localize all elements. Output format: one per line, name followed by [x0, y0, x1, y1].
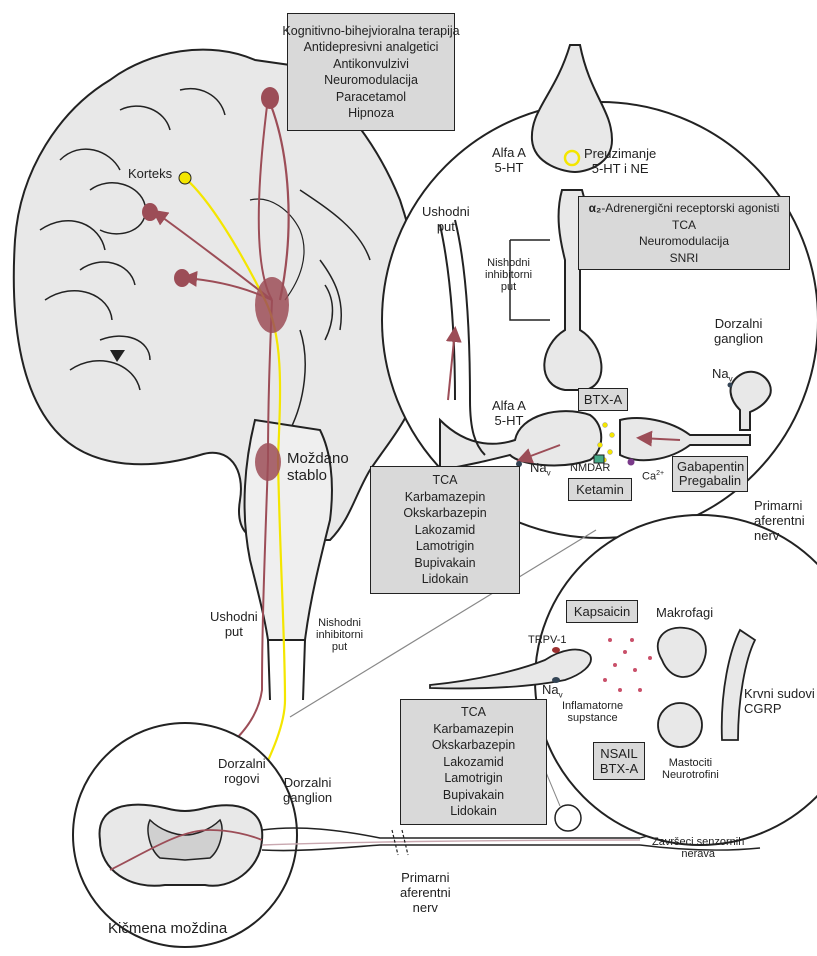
synapse-treatment-item: SNRI: [669, 250, 699, 265]
gabapentin-label: Gabapentin: [677, 459, 745, 474]
brain-treatment-item: Hipnoza: [348, 106, 394, 120]
ketamin-tag: Ketamin: [568, 478, 632, 501]
bottom-treatment-item: Lidokain: [450, 804, 497, 819]
sensory-nerve-ending: [429, 648, 592, 690]
nishodni-spine-label: Nishodni inhibitorni put: [316, 617, 364, 653]
synapse-treatment-item: TCA: [672, 217, 696, 232]
primary-afferent-arrow: [636, 430, 681, 447]
dorzalni-ganglion-spine-label: Dorzalni ganglion: [283, 775, 333, 805]
nsail-tag: NSAIL BTX-A: [593, 742, 645, 780]
spinal-cord: [98, 803, 640, 887]
mid-treatment-item: Lidokain: [421, 572, 469, 587]
makrofagi-label: Makrofagi: [656, 605, 714, 620]
brain-treatment-item: Antidepresivni analgetici: [303, 40, 439, 54]
nerve-break: [391, 829, 409, 856]
ca-channel: [627, 458, 635, 466]
krvni-sudovi-label: Krvni sudovi CGRP: [744, 686, 815, 716]
kapsaicin-tag: Kapsaicin: [566, 600, 638, 623]
dorzalni-ganglion-circle-label: Dorzalni ganglion: [714, 316, 764, 346]
zoom-connector-2: [544, 769, 561, 807]
bottom-treatment-item: Lamotrigin: [444, 771, 503, 786]
alfa-top-label: Alfa A 5-HT: [492, 145, 526, 175]
ca-label: Ca2+: [642, 470, 665, 483]
alfa-bottom-label: Alfa A 5-HT: [492, 398, 526, 428]
brain-treatment-item: Paracetamol: [335, 89, 407, 104]
zoom-connector-1: [289, 529, 597, 718]
bottom-treatment-item: Bupivakain: [442, 787, 505, 802]
brain-treatment-item: Neuromodulacija: [324, 73, 418, 87]
gabapentin-tag: Gabapentin Pregabalin: [672, 456, 748, 492]
brain-treatments-box: Kognitivno-bihejvioralna terapija Antide…: [282, 13, 460, 131]
pregabalin-label: Pregabalin: [678, 473, 742, 488]
inflammatory-dots: [603, 638, 652, 692]
bottom-treatment-item: Lakozamid: [443, 754, 504, 769]
na-circle-label: Nav: [530, 460, 551, 478]
bottom-treatment-item: TCA: [461, 705, 486, 720]
trpv1-channel: [552, 647, 560, 653]
mid-treatment-item: Bupivakain: [414, 555, 476, 570]
alpha2-symbol: α₂: [588, 201, 602, 215]
trpv1-label: TRPV-1: [528, 634, 567, 646]
mozdano-stablo-label: Moždano stablo: [287, 450, 349, 484]
spinal-ascending: [109, 829, 263, 871]
nishodni-circle-label: Nishodni inhibitorni put: [485, 257, 533, 293]
na-channel-ganglion: [727, 382, 733, 388]
na-periphery-label: Nav: [542, 682, 563, 700]
nmdar-label: NMDAR: [570, 462, 611, 474]
cortex-target-node-3: [174, 269, 190, 287]
nsail-label: NSAIL: [600, 746, 638, 761]
dorzalni-rogovi-label: Dorzalni rogovi: [218, 756, 266, 786]
immune-cells: [656, 626, 757, 748]
brain-treatment-item: Antikonvulzivi: [333, 56, 409, 71]
nerve-ending-zoom: [554, 804, 582, 832]
mid-treatments-box: TCA Karbamazepin Okskarbazepin Lakozamid…: [370, 466, 520, 594]
synapse-treatment-item: Neuromodulacija: [638, 234, 730, 248]
thalamus-node: [255, 277, 289, 333]
mid-treatment-item: Lakozamid: [414, 522, 476, 537]
mid-treatment-item: TCA: [432, 473, 458, 488]
relay-neuron: [439, 219, 772, 472]
ushodni-put-spine-label: Ushodni put: [210, 609, 258, 639]
bottom-treatments-box: TCA Karbamazepin Okskarbazepin Lakozamid…: [400, 699, 547, 825]
brain-treatment-item: Kognitivno-bihejvioralna terapija: [282, 23, 460, 38]
nmdar-receptor: [593, 454, 605, 464]
cortex-target-node: [261, 87, 279, 109]
nerve-fiber: [261, 839, 641, 846]
korteks-node: [178, 171, 192, 185]
kicmena-mozdina-label: Kičmena moždina: [108, 920, 228, 937]
na-channel-circle: [516, 461, 522, 467]
mid-treatment-item: Okskarbazepin: [403, 506, 487, 521]
btx-a-tag: BTX-A: [578, 388, 628, 411]
synapse-treatments-box: α₂-Adrenergični receptorski agonisti TCA…: [578, 196, 790, 270]
bottom-treatment-item: Okskarbazepin: [431, 738, 516, 753]
zavrseci-label: Završeci senzornih nerava: [652, 836, 745, 860]
relay-arrow: [516, 444, 561, 464]
mid-treatment-item: Karbamazepin: [404, 489, 486, 504]
ascending-arrow-circle: [445, 326, 462, 401]
na-ganglion-label: Nav: [712, 366, 733, 384]
btx-a-label-2: BTX-A: [599, 761, 639, 776]
primarni-spine-label: Primarni aferentni nerv: [400, 870, 451, 915]
brainstem-node: [255, 443, 281, 481]
mastociti-label: Mastociti Neurotrofini: [662, 757, 719, 781]
descending-bracket: [509, 239, 550, 321]
inflamatorne-label: Inflamatorne supstance: [562, 700, 624, 724]
preuzimanje-label: Preuzimanje 5-HT i NE: [584, 146, 657, 176]
bottom-treatment-item: Karbamazepin: [433, 721, 514, 736]
reuptake-marker: [563, 149, 581, 167]
primarni-circle-label: Primarni aferentni nerv: [754, 498, 805, 543]
korteks-label: Korteks: [128, 166, 173, 181]
ushodni-put-circle-label: Ushodni put: [422, 204, 470, 234]
na-channel-periphery: [552, 677, 560, 683]
alpha2-text: -Adrenergični receptorski agonisti: [601, 201, 780, 215]
periphery-zoom-circle: [534, 514, 817, 846]
mid-treatment-item: Lamotrigin: [415, 539, 475, 554]
cortex-target-node-2: [142, 203, 158, 221]
